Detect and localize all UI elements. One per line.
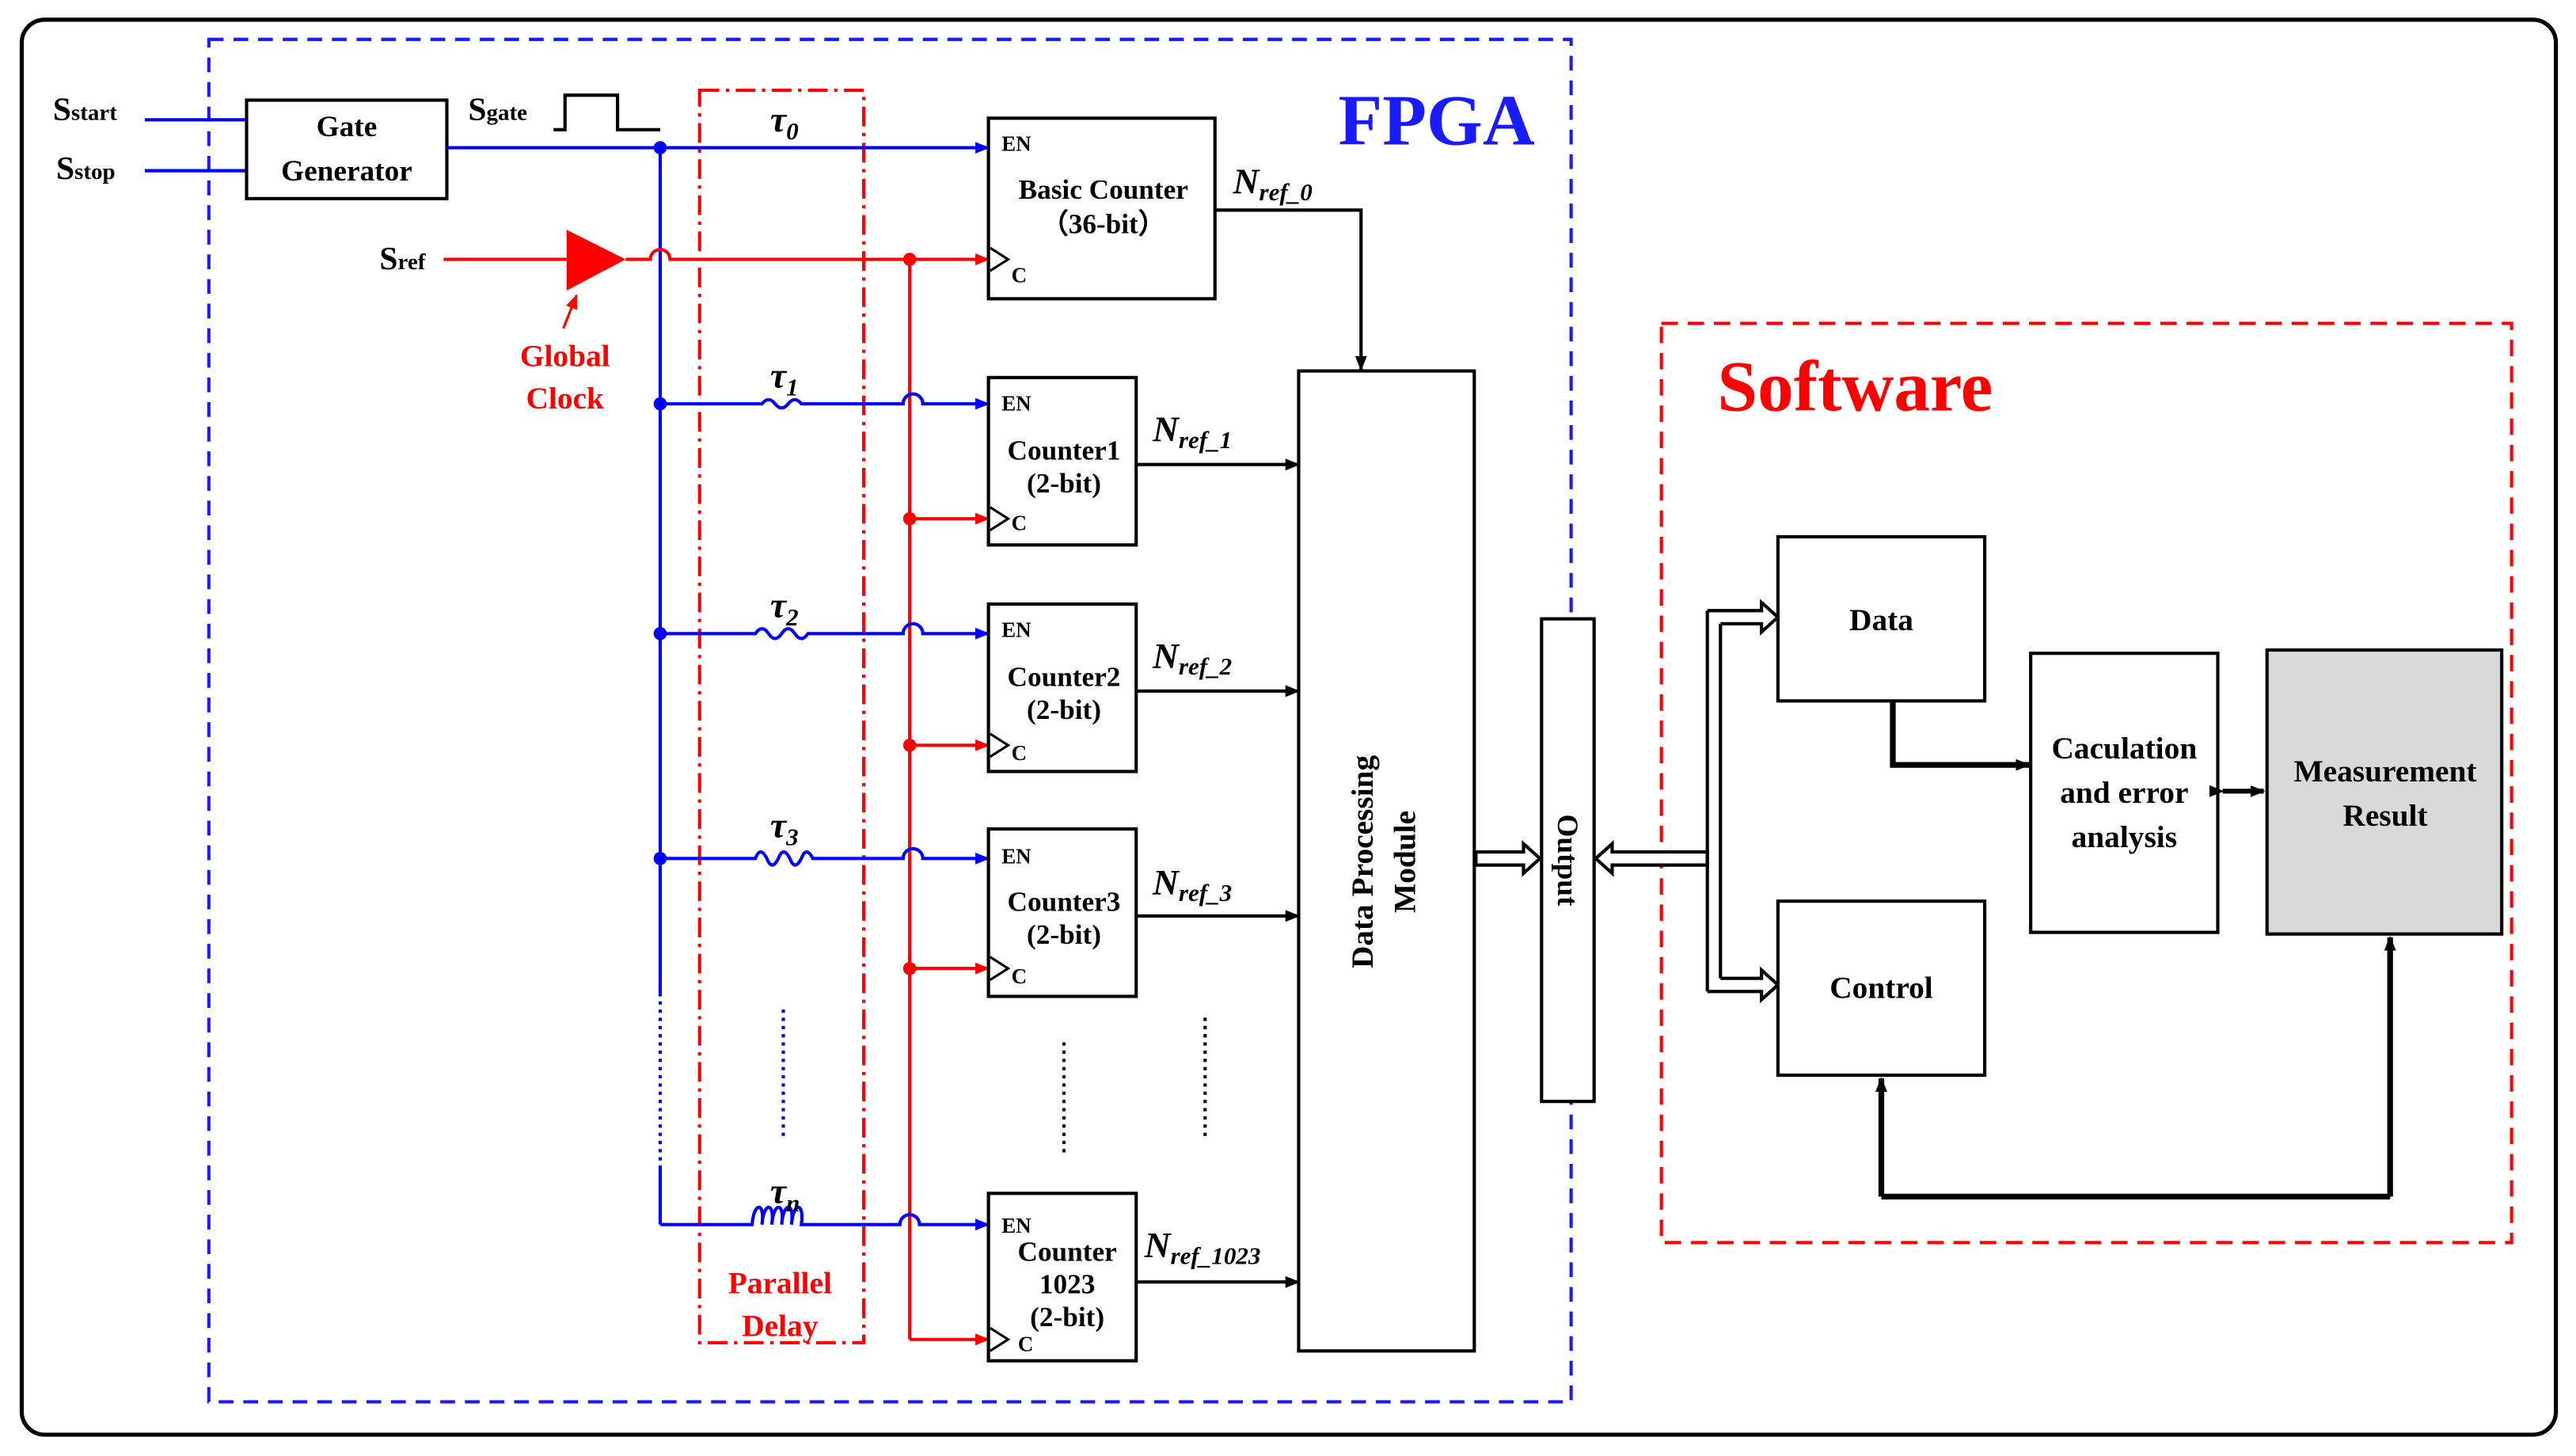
measurement-result-line1: Measurement (2293, 754, 2476, 789)
counter2-en: EN (1001, 618, 1032, 641)
basic-counter-c: C (1012, 264, 1027, 287)
basic-counter-en: EN (1001, 132, 1032, 156)
counter1-line1: Counter1 (1008, 435, 1121, 466)
s-gate-label: Sgate (468, 90, 527, 127)
counter3-c: C (1012, 964, 1027, 988)
parallel-delay-label-line1: Parallel (728, 1266, 832, 1301)
software-region (1659, 321, 2513, 1245)
clock-line-top (625, 248, 990, 266)
measurement-result-box (2265, 648, 2504, 936)
gate-generator-line2: Generator (281, 155, 412, 188)
control-box-label: Control (1829, 971, 1933, 1006)
counter1023-en: EN (1001, 1214, 1032, 1237)
counter2-c: C (1012, 741, 1027, 765)
dpm-to-output-arrow (1474, 840, 1543, 877)
to-data-arrow (1707, 599, 1780, 636)
gate-pulse-symbol (553, 93, 660, 131)
counter3-line1: Counter3 (1008, 887, 1121, 918)
clk3-junction (902, 961, 917, 975)
output-bus-label: Output (1551, 814, 1583, 907)
dpm-line1: Data Processing (1345, 755, 1380, 968)
data-box-label: Data (1849, 603, 1913, 637)
dpm-line2: Module (1388, 811, 1423, 913)
nref0-arrow (1214, 208, 1367, 371)
gate-generator-line1: Gate (317, 111, 378, 143)
tau0-junction (653, 141, 667, 154)
data-processing-module-box (1297, 369, 1476, 1353)
tau2-label: τ2 (770, 585, 799, 631)
counter2-line2: (2-bit) (1027, 694, 1101, 725)
s-stop-label: Sstop (56, 150, 116, 186)
tau1-line (659, 392, 990, 410)
counter1-box (986, 375, 1138, 547)
counter1-en: EN (1001, 391, 1032, 415)
outer-frame (19, 17, 2559, 1437)
counter3-clk-symbol (989, 956, 1011, 982)
software-bus-double-line (1705, 610, 1723, 992)
tau2-line (659, 622, 990, 641)
taun-line (659, 1206, 990, 1231)
tau0-label: τ0 (770, 99, 799, 145)
nref0-label: Nref_0 (1233, 162, 1313, 206)
basic-counter-clk-symbol (989, 246, 1011, 272)
tau1-label: τ1 (770, 355, 799, 401)
global-clock-line1: Global (520, 338, 610, 373)
global-clock-pointer (562, 294, 578, 329)
counter1-clk-symbol (989, 506, 1011, 531)
global-clock-line2: Clock (526, 381, 605, 416)
tau2-junction (653, 626, 667, 641)
counter1023-box (986, 1192, 1138, 1363)
calculation-line3: analysis (2072, 819, 2178, 854)
nref3-label: Nref_3 (1152, 862, 1232, 907)
counter3-line2: (2-bit) (1027, 919, 1101, 950)
global-clock-buffer (566, 230, 626, 291)
nref1023-label: Nref_1023 (1144, 1225, 1261, 1269)
tau3-label: τ3 (770, 804, 799, 850)
output-bus-box (1540, 617, 1596, 1104)
tau3-line (659, 846, 990, 867)
s-start-label: Sstart (53, 90, 117, 127)
counter1023-c: C (1018, 1332, 1033, 1355)
counter3-en: EN (1001, 845, 1032, 869)
nref2-label: Nref_2 (1152, 636, 1232, 680)
counter1-c: C (1012, 511, 1027, 535)
clk2-junction (902, 738, 917, 752)
measurement-result-line2: Result (2342, 798, 2427, 833)
counter2-box (986, 602, 1138, 774)
counter2-clk-symbol (989, 732, 1011, 758)
gate-generator-box (245, 98, 449, 200)
output-from-software-arrow (1593, 840, 1709, 877)
control-box (1776, 899, 1987, 1078)
counter1023-clk-symbol (989, 1326, 1011, 1352)
fpga-title: FPGA (1338, 80, 1534, 160)
counter1023-line1: Counter (1018, 1236, 1117, 1267)
s-ref-label: Sref (379, 240, 425, 276)
data-to-calc-arrow (1890, 701, 2031, 771)
tau1-junction (653, 397, 667, 411)
parallel-delay-region (697, 88, 866, 1345)
calculation-line1: Caculation (2051, 731, 2197, 766)
taun-label: τn (770, 1171, 800, 1217)
tau3-junction (653, 852, 667, 865)
software-title: Software (1717, 346, 1993, 426)
counter3-box (986, 827, 1138, 998)
parallel-delay-label-line2: Delay (742, 1309, 819, 1344)
basic-counter-line1: Basic Counter (1019, 174, 1188, 205)
calculation-box (2029, 652, 2220, 934)
clk1-junction (902, 511, 917, 526)
to-control-arrow (1707, 966, 1780, 1004)
nref1-label: Nref_1 (1152, 409, 1232, 454)
data-box (1776, 534, 1987, 703)
calculation-line2: and error (2060, 775, 2188, 810)
basic-counter-box (986, 116, 1217, 301)
counter1-line2: (2-bit) (1027, 468, 1101, 499)
counter1023-line2: 1023 (1039, 1269, 1095, 1300)
basic-counter-line2: （36-bit） (1040, 208, 1166, 239)
counter2-line1: Counter2 (1008, 662, 1121, 693)
counter1023-line3: (2-bit) (1030, 1302, 1104, 1332)
